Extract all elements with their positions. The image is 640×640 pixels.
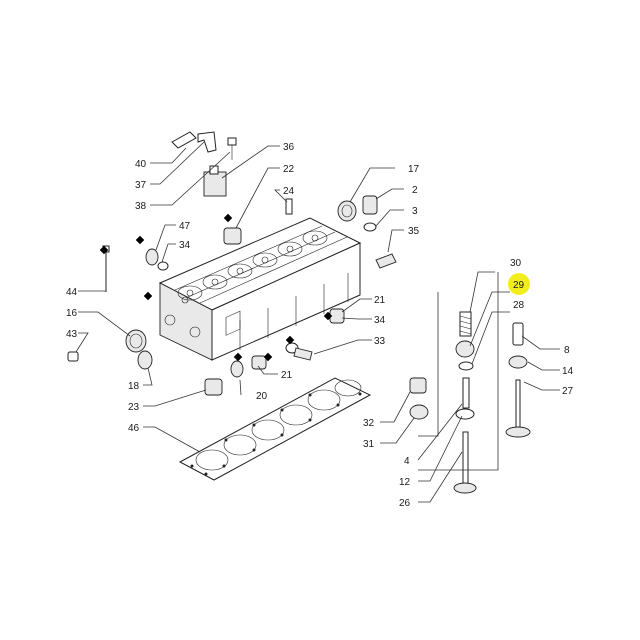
part-30-spring	[459, 311, 472, 337]
label-8: 8	[564, 345, 570, 356]
part-36-injector-holder	[203, 165, 227, 197]
label-3: 3	[412, 206, 418, 217]
label-17: 17	[408, 164, 420, 175]
part-31-seat	[409, 404, 429, 420]
part-18-plug	[137, 350, 153, 370]
part-40-bracket	[171, 131, 197, 149]
highlight-marker	[508, 273, 530, 295]
label-18: 18	[128, 381, 140, 392]
label-34-lower: 34	[374, 315, 386, 326]
part-21-bush-lower	[251, 355, 267, 370]
part-14-washer	[508, 355, 528, 369]
part-20-plug	[230, 360, 244, 378]
part-24-dowel	[285, 198, 293, 215]
label-28: 28	[513, 300, 525, 311]
part-35-sensor	[375, 253, 397, 269]
label-36: 36	[283, 142, 295, 153]
label-21-upper: 21	[374, 295, 386, 306]
label-23: 23	[128, 402, 140, 413]
part-12-washer	[455, 408, 475, 420]
part-4-rod	[462, 377, 470, 409]
part-8-guide	[512, 322, 524, 346]
part-34-top-washer	[157, 261, 169, 271]
part-33-sensor	[293, 347, 313, 361]
label-27: 27	[562, 386, 574, 397]
label-31: 31	[363, 439, 375, 450]
part-labels: 40 37 38 36 22 24 17 2 3 35 47 34 44 16 …	[66, 142, 574, 509]
part-17-seal-ring	[337, 200, 357, 222]
part-37-clip	[197, 131, 217, 153]
label-2: 2	[412, 185, 418, 196]
part-23-bush	[204, 378, 223, 396]
label-12: 12	[399, 477, 411, 488]
part-27-valve	[505, 379, 531, 438]
part-38-bolt	[227, 137, 237, 160]
label-43: 43	[66, 329, 78, 340]
label-30: 30	[510, 258, 522, 269]
part-16-ring	[125, 329, 147, 353]
label-14: 14	[562, 366, 574, 377]
label-22: 22	[283, 164, 295, 175]
part-26-valve	[453, 431, 477, 494]
cylinder-head	[158, 217, 362, 361]
label-4: 4	[404, 456, 410, 467]
part-47-fitting	[145, 248, 159, 266]
label-20: 20	[256, 391, 268, 402]
label-32: 32	[363, 418, 375, 429]
label-40: 40	[135, 159, 147, 170]
label-21-lower: 21	[281, 370, 293, 381]
head-gasket	[178, 377, 372, 481]
label-37: 37	[135, 180, 147, 191]
part-29-spring-retainer	[455, 340, 475, 358]
label-35: 35	[408, 226, 420, 237]
label-33: 33	[374, 336, 386, 347]
part-3-o-ring	[363, 222, 377, 232]
label-16: 16	[66, 308, 78, 319]
label-46: 46	[128, 423, 140, 434]
part-22-bush	[223, 227, 242, 245]
label-29: 29	[513, 280, 525, 291]
part-2-plug	[362, 195, 378, 215]
label-47: 47	[179, 221, 191, 232]
label-44: 44	[66, 287, 78, 298]
part-32-bush	[409, 377, 427, 394]
label-24: 24	[283, 186, 295, 197]
label-26: 26	[399, 498, 411, 509]
part-43-pin	[67, 351, 79, 362]
label-34-top: 34	[179, 240, 191, 251]
label-38: 38	[135, 201, 147, 212]
leader-lines	[75, 141, 560, 503]
part-28-seal	[458, 361, 474, 371]
